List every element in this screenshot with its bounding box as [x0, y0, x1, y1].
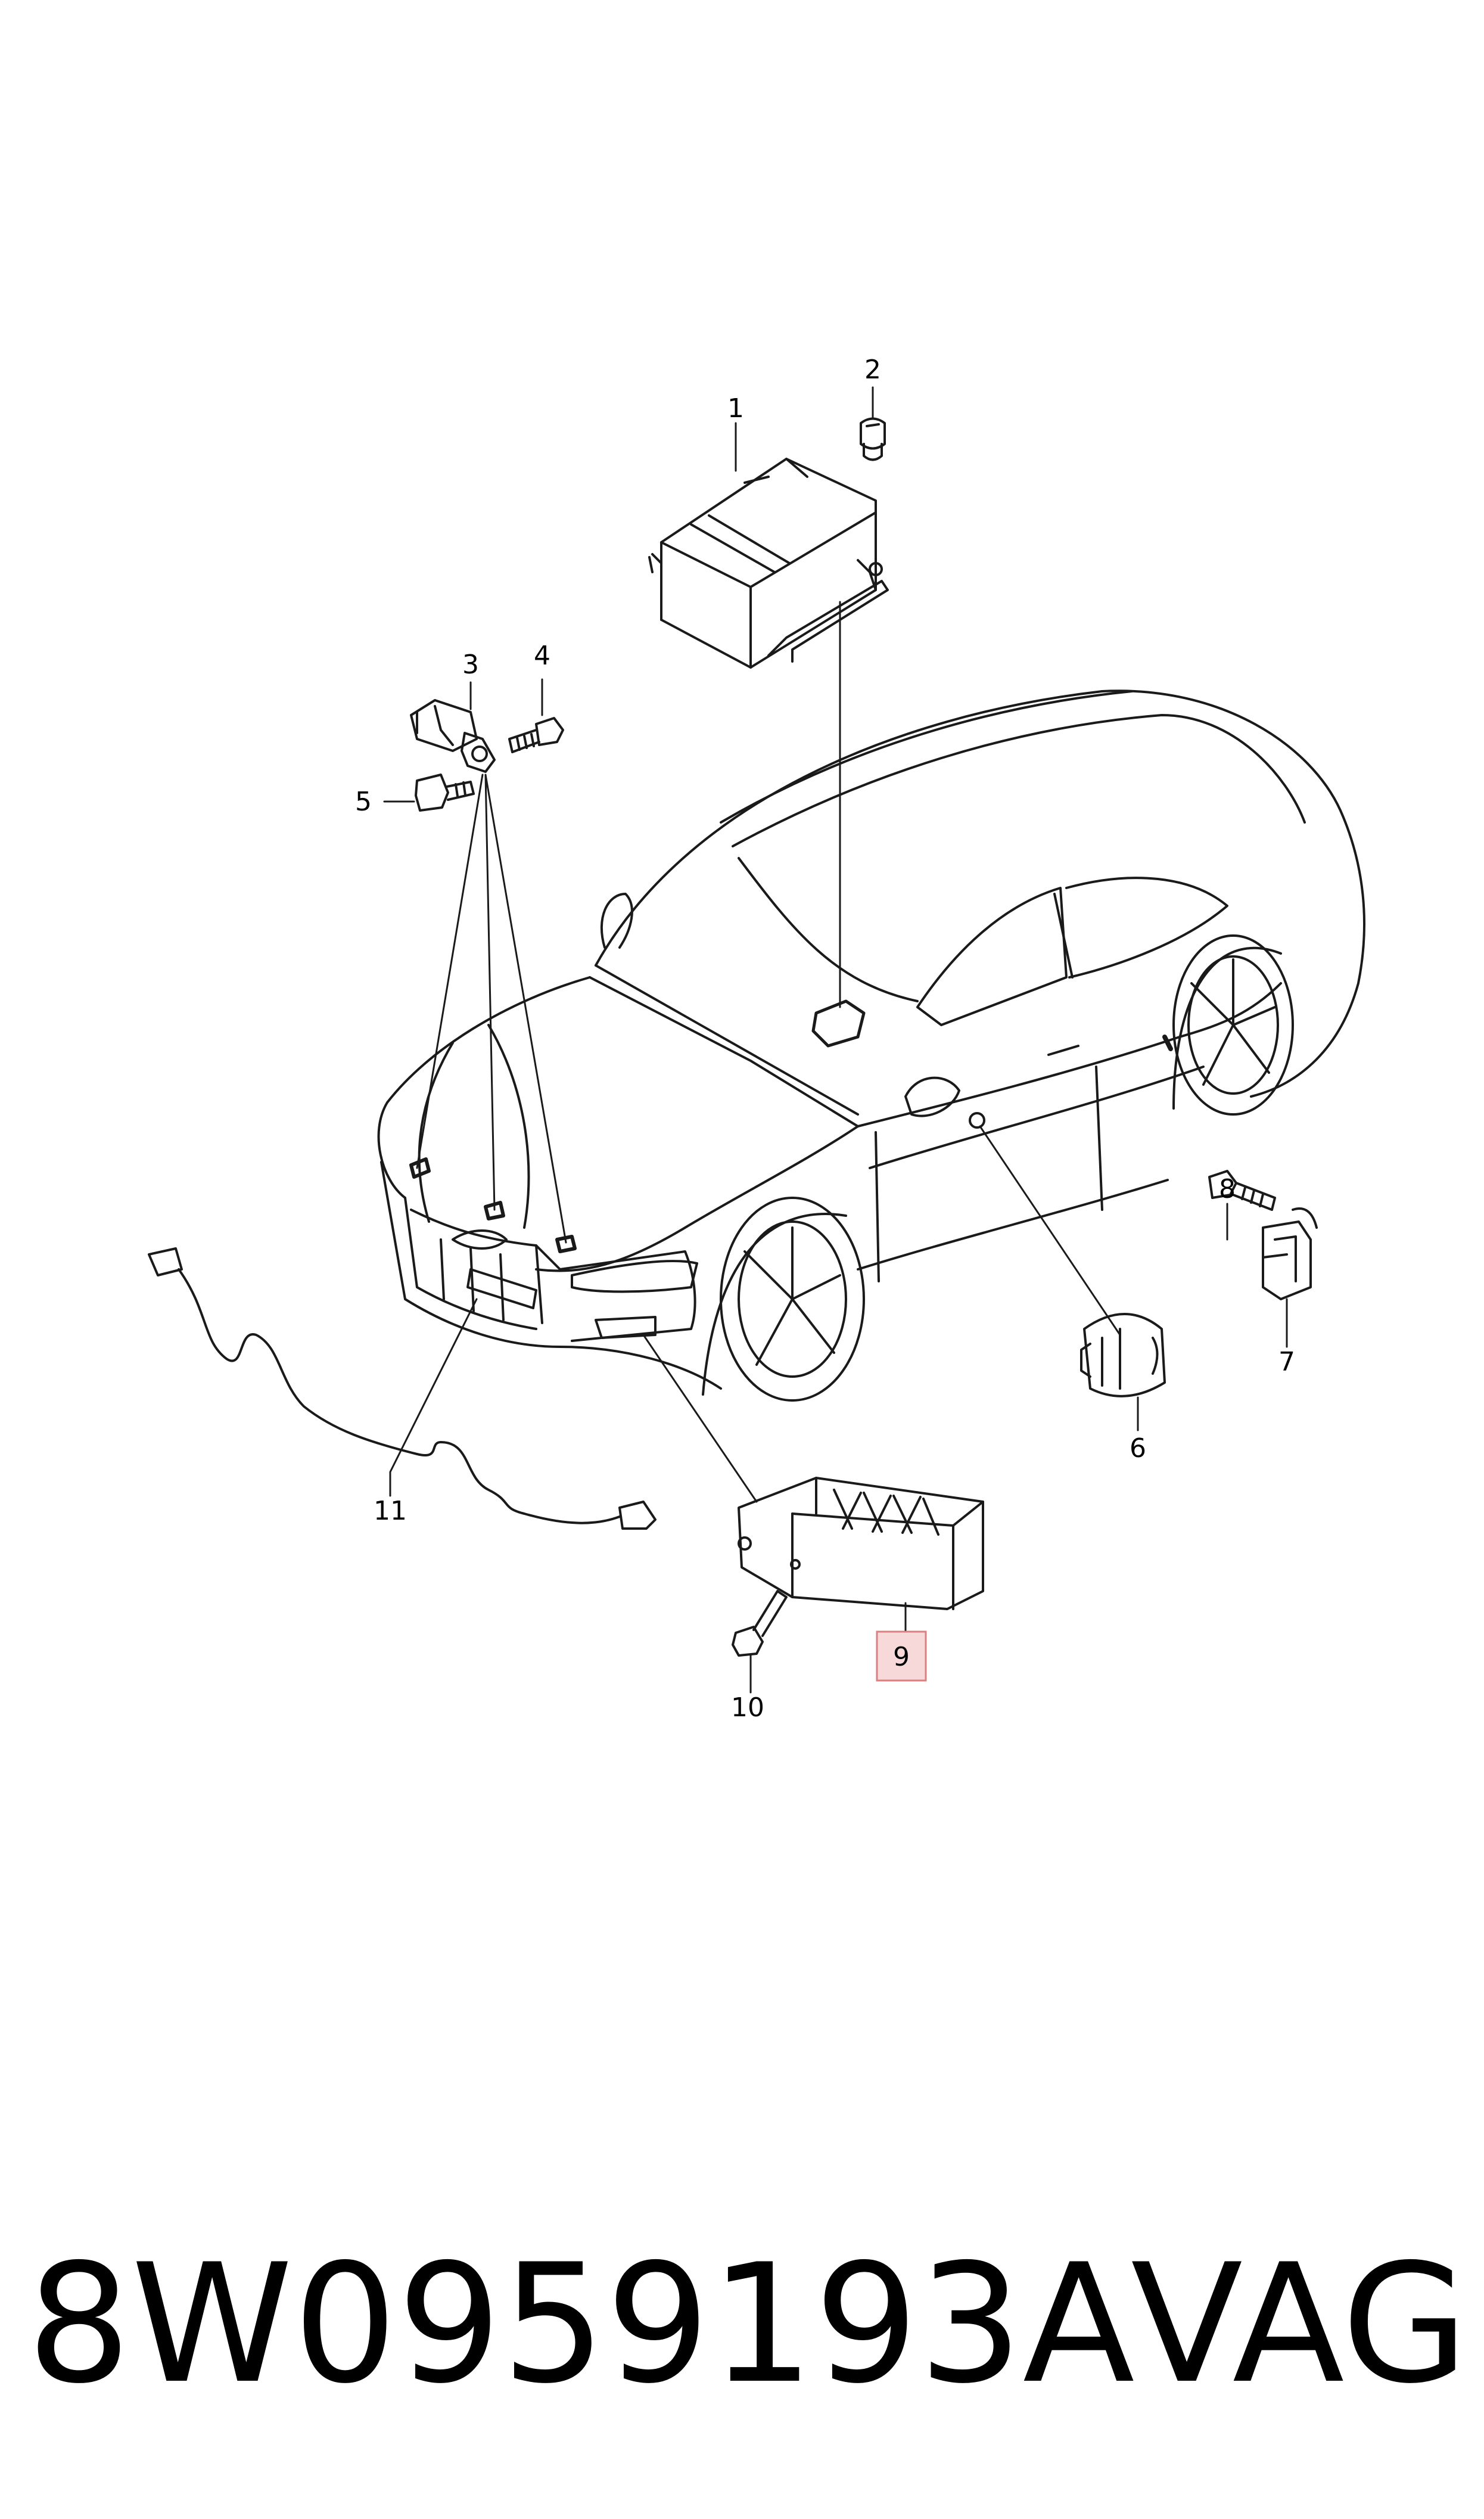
callout-9: 9 [893, 1642, 910, 1672]
control-unit-part [648, 458, 889, 669]
car-illustration [377, 689, 1365, 1402]
bolt-part-5 [415, 774, 475, 812]
sensor-part [410, 699, 496, 773]
part-number-line: 8W0959193A VAG [27, 2229, 1469, 2419]
callout-1: 1 [727, 393, 744, 424]
parts-diagram: 1 2 3 4 5 6 7 8 9 10 11 [148, 355, 1365, 1723]
mounting-bracket-part [738, 1477, 984, 1610]
callout-9-highlight [876, 1630, 927, 1682]
callout-3: 3 [462, 650, 479, 680]
callout-2: 2 [864, 355, 881, 385]
sensor-holder-part [1080, 1313, 1166, 1397]
nut-part [860, 417, 886, 461]
callout-7: 7 [1278, 1347, 1295, 1377]
callout-10: 10 [731, 1692, 764, 1723]
bracket-part [1262, 1207, 1318, 1300]
bolt-part [508, 717, 564, 753]
part-number: 8W0959193A [27, 2229, 1135, 2419]
callout-11: 11 [374, 1496, 407, 1526]
callout-labels: 1 2 3 4 5 6 7 8 9 10 11 [355, 355, 1295, 1723]
screw-part-10 [732, 1590, 788, 1657]
callout-5: 5 [355, 787, 372, 817]
callout-4: 4 [534, 641, 550, 671]
screw-part [1208, 1170, 1276, 1211]
callout-6: 6 [1130, 1433, 1146, 1464]
callout-8: 8 [1219, 1174, 1236, 1204]
part-brand: VAG [1131, 2229, 1469, 2419]
wiring-harness-part [148, 1247, 657, 1530]
leader-lines [383, 386, 1288, 1694]
